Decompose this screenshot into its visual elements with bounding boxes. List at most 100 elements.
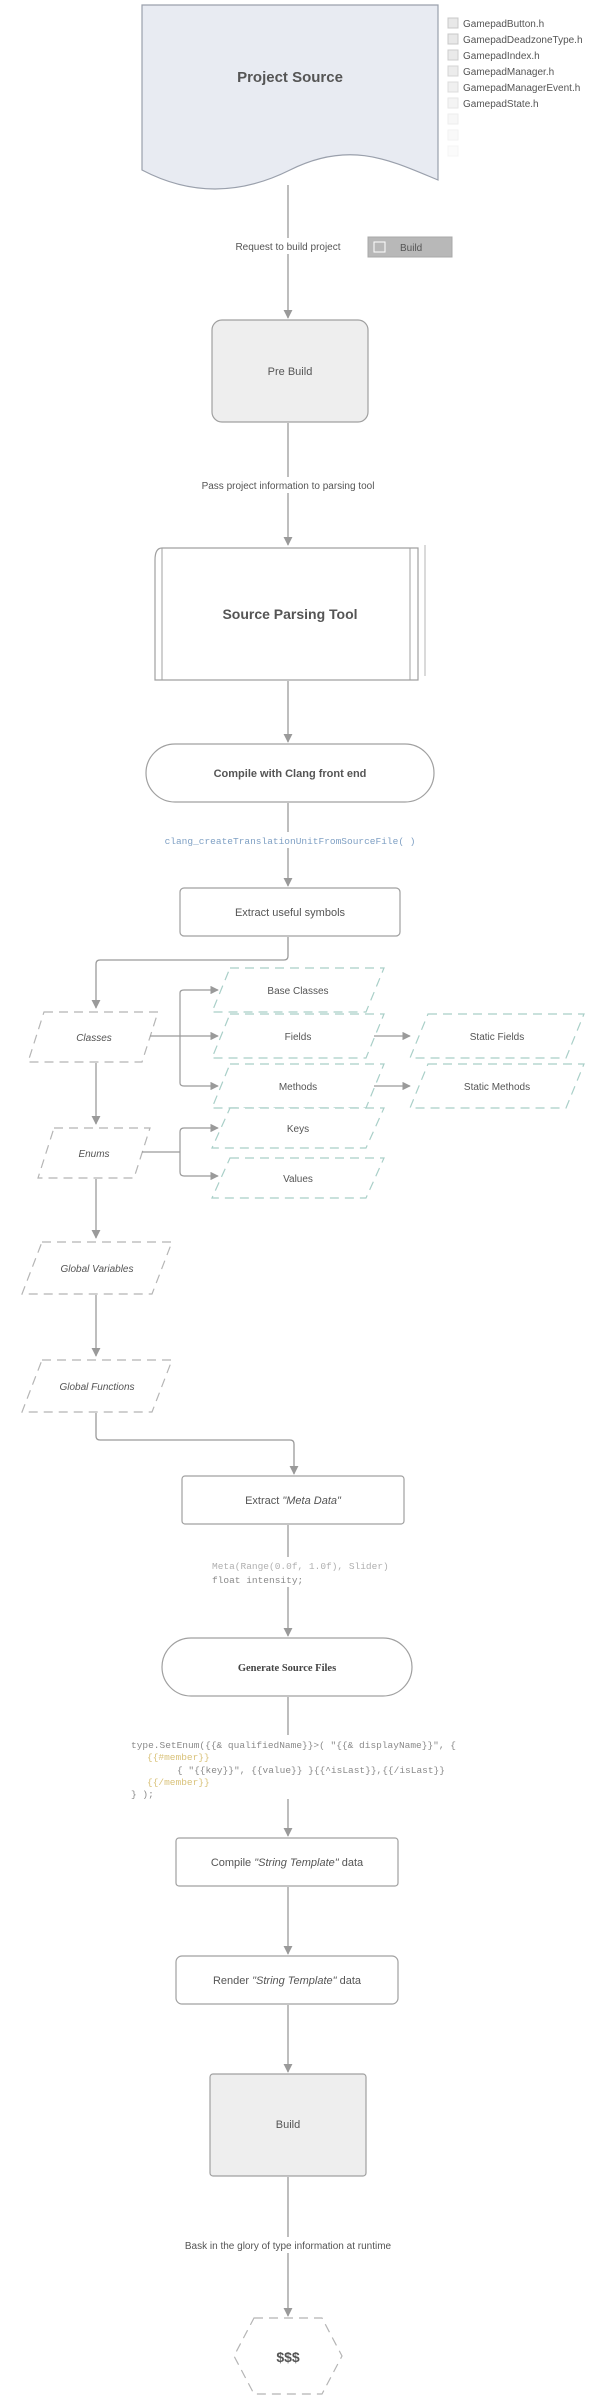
code-line: { "{{key}}", {{value}} }{{^isLast}},{{/i… bbox=[177, 1765, 445, 1776]
fields-label: Fields bbox=[285, 1032, 312, 1043]
classes-node: Classes bbox=[27, 1011, 159, 1063]
build-button[interactable]: Build bbox=[367, 236, 453, 258]
edge-label-bg bbox=[228, 238, 348, 254]
file-list-item[interactable]: GamepadDeadzoneType.h bbox=[447, 33, 583, 46]
file-name: GamepadDeadzoneType.h bbox=[463, 35, 583, 46]
enums-label: Enums bbox=[78, 1149, 109, 1160]
global-variables-node: Global Variables bbox=[21, 1241, 173, 1295]
fields-node: Fields bbox=[211, 1013, 385, 1059]
extract-meta-node: Extract "Meta Data" bbox=[181, 1475, 405, 1525]
global-functions-label: Global Functions bbox=[59, 1382, 134, 1393]
methods-label: Methods bbox=[279, 1082, 317, 1093]
edge-label-clang-call: clang_createTranslationUnitFromSourceFil… bbox=[165, 836, 416, 847]
edge-label-bg bbox=[198, 477, 378, 493]
project-source-node: Project Source bbox=[141, 4, 439, 190]
base-classes-node: Base Classes bbox=[211, 967, 385, 1013]
file-list: GamepadButton.h GamepadDeadzoneType.h Ga… bbox=[447, 17, 583, 157]
file-list-item[interactable] bbox=[447, 113, 459, 125]
connector-arrow bbox=[95, 1413, 299, 1475]
meta-code-snippet: Meta(Range(0.0f, 1.0f), Slider) float in… bbox=[212, 1561, 389, 1586]
code-line: {{/member}} bbox=[147, 1777, 210, 1788]
pre-build-label: Pre Build bbox=[268, 366, 313, 378]
build-icon bbox=[373, 241, 386, 253]
render-template-suffix: data bbox=[337, 1975, 362, 1987]
template-code-snippet: type.SetEnum({{& qualifiedName}}>( "{{& … bbox=[131, 1740, 456, 1800]
code-line: {{#member}} bbox=[147, 1752, 210, 1763]
compile-template-label: Compile "String Template" data bbox=[211, 1857, 364, 1869]
extract-meta-label: Extract "Meta Data" bbox=[245, 1495, 342, 1507]
dollars-node: $$$ bbox=[233, 2317, 343, 2395]
compile-template-prefix: Compile bbox=[211, 1857, 254, 1869]
header-file-icon bbox=[447, 97, 459, 109]
document-shape bbox=[141, 4, 439, 190]
build-node: Build bbox=[209, 2073, 367, 2177]
file-name: GamepadState.h bbox=[463, 99, 539, 110]
code-bg bbox=[210, 1557, 370, 1587]
render-template-node: Render "String Template" data bbox=[175, 1955, 399, 2005]
file-list-item[interactable]: GamepadButton.h bbox=[447, 17, 544, 30]
compile-template-em: "String Template" bbox=[254, 1857, 340, 1869]
header-file-icon bbox=[447, 49, 459, 61]
pre-build-node: Pre Build bbox=[211, 319, 369, 423]
compile-clang-label: Compile with Clang front end bbox=[214, 768, 367, 780]
file-list-item[interactable] bbox=[447, 129, 459, 141]
enums-node: Enums bbox=[37, 1127, 151, 1179]
code-bg bbox=[128, 1735, 458, 1799]
keys-label: Keys bbox=[287, 1124, 309, 1135]
extract-symbols-label: Extract useful symbols bbox=[235, 907, 346, 919]
file-list-item[interactable]: GamepadState.h bbox=[447, 97, 539, 110]
compile-template-node: Compile "String Template" data bbox=[175, 1837, 399, 1887]
base-classes-label: Base Classes bbox=[267, 986, 328, 997]
file-name: GamepadButton.h bbox=[463, 19, 544, 30]
render-template-prefix: Render bbox=[213, 1975, 252, 1987]
build-label: Build bbox=[276, 2119, 300, 2131]
render-template-label: Render "String Template" data bbox=[213, 1975, 362, 1987]
file-list-item[interactable]: GamepadIndex.h bbox=[447, 49, 540, 62]
code-line: type.SetEnum({{& qualifiedName}}>( "{{& … bbox=[131, 1740, 456, 1751]
edge-label-bg bbox=[168, 832, 414, 848]
header-file-icon bbox=[447, 17, 459, 29]
dollars-label: $$$ bbox=[276, 2349, 300, 2365]
static-methods-label: Static Methods bbox=[464, 1082, 530, 1093]
file-list-item[interactable] bbox=[447, 145, 459, 157]
global-variables-label: Global Variables bbox=[60, 1264, 133, 1275]
static-methods-node: Static Methods bbox=[409, 1063, 585, 1109]
edge-label-request-build: Request to build project bbox=[235, 242, 340, 253]
code-line: Meta(Range(0.0f, 1.0f), Slider) bbox=[212, 1561, 389, 1572]
classes-label: Classes bbox=[76, 1033, 112, 1044]
file-list-item[interactable]: GamepadManagerEvent.h bbox=[447, 81, 580, 94]
build-button-label: Build bbox=[400, 243, 422, 254]
header-file-icon bbox=[447, 113, 459, 125]
header-file-icon bbox=[447, 65, 459, 77]
extract-symbols-node: Extract useful symbols bbox=[179, 887, 401, 937]
keys-node: Keys bbox=[211, 1107, 385, 1149]
methods-node: Methods bbox=[211, 1063, 385, 1109]
code-line: } ); bbox=[131, 1789, 154, 1800]
header-file-icon bbox=[447, 145, 459, 157]
static-fields-label: Static Fields bbox=[470, 1032, 524, 1043]
file-name: GamepadManager.h bbox=[463, 67, 554, 78]
connector-arrow bbox=[91, 937, 289, 1009]
global-functions-node: Global Functions bbox=[21, 1359, 173, 1413]
header-file-icon bbox=[447, 81, 459, 93]
connector-arrow bbox=[179, 985, 219, 1036]
edge-label-bask: Bask in the glory of type information at… bbox=[185, 2241, 392, 2252]
static-fields-node: Static Fields bbox=[409, 1013, 585, 1059]
connector-arrow bbox=[179, 1123, 219, 1152]
generate-source-label: Generate Source Files bbox=[238, 1663, 336, 1674]
values-label: Values bbox=[283, 1174, 313, 1185]
header-file-icon bbox=[447, 129, 459, 141]
file-list-item[interactable]: GamepadManager.h bbox=[447, 65, 554, 78]
header-file-icon bbox=[447, 33, 459, 45]
source-parsing-tool-label: Source Parsing Tool bbox=[222, 606, 357, 622]
edge-label-bg bbox=[176, 2237, 400, 2253]
file-name: GamepadIndex.h bbox=[463, 51, 540, 62]
code-line: float intensity; bbox=[212, 1575, 303, 1586]
values-node: Values bbox=[211, 1157, 385, 1199]
extract-meta-em: "Meta Data" bbox=[282, 1495, 342, 1507]
generate-source-node: Generate Source Files bbox=[161, 1637, 413, 1697]
extract-meta-prefix: Extract bbox=[245, 1495, 282, 1507]
compile-template-suffix: data bbox=[339, 1857, 364, 1869]
edge-label-pass-info: Pass project information to parsing tool bbox=[202, 481, 375, 492]
